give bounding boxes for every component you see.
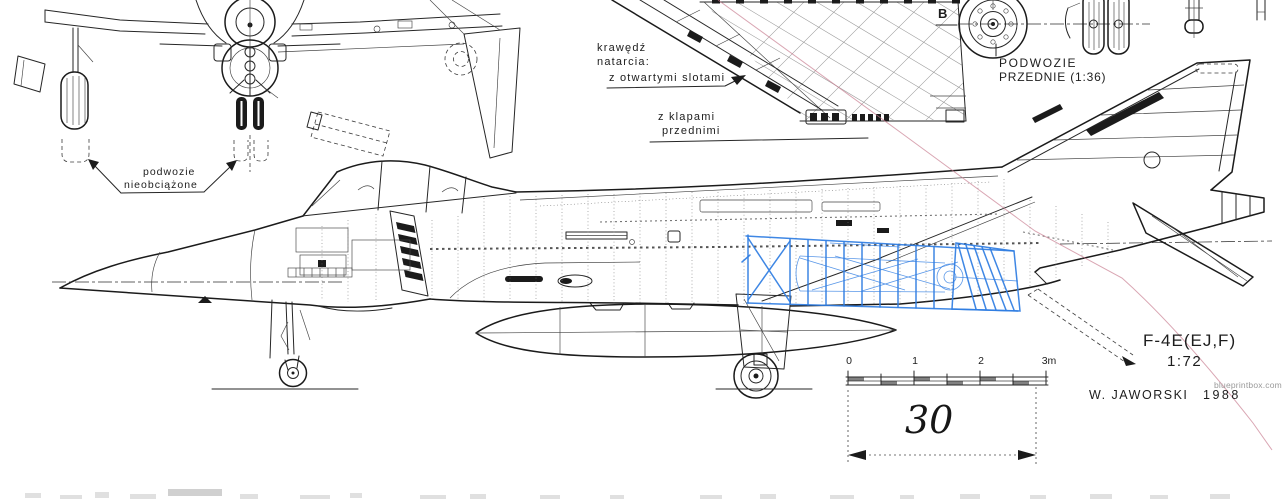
leading-edge-caption-line1: krawędź [597, 42, 647, 54]
nose-gear-detail-label-line2: PRZEDNIE (1:36) [999, 70, 1107, 84]
nose-gear-detail-views [935, 0, 1266, 59]
scale-bar-stripes [848, 377, 1029, 385]
scale-tick-2: 2 [978, 355, 984, 367]
title-scale: 1:72 [1167, 353, 1203, 370]
side-view [52, 59, 1273, 399]
title-year: 1988 [1203, 388, 1241, 402]
nose-gear-detail-label-line1: PODWOZIE [999, 56, 1078, 70]
engine-cad-overlay-blue [741, 234, 1021, 312]
slats-label: z otwartymi slotami [609, 72, 726, 84]
scale-bar [845, 370, 1049, 386]
station-lines [321, 179, 1109, 306]
title-model: F-4E(EJ,F) [1143, 331, 1237, 350]
wing-slat-flap-detail [611, 0, 967, 125]
scale-tick-1: 1 [912, 355, 918, 367]
dimension-value: 30 [905, 398, 954, 442]
front-view [13, 0, 521, 172]
scan-crease-line [717, 0, 1273, 451]
scale-tick-3m: 3m [1041, 355, 1057, 367]
unloaded-gear-label-line2: nieobciążone [124, 179, 198, 191]
bottom-cropped-remnants [25, 489, 1230, 499]
annotation-leaders [88, 42, 869, 194]
section-marker-b: B [938, 6, 949, 21]
unloaded-gear-label-line1: podwozie [143, 166, 196, 178]
scale-tick-0: 0 [846, 355, 852, 367]
watermark: blueprintbox.com [1214, 380, 1282, 390]
flaps-label-line2: przednimi [662, 125, 721, 137]
dimension-30 [847, 387, 1037, 464]
cropped-top-dashes [712, 0, 960, 4]
flaps-label-line1: z klapami [658, 111, 716, 123]
leading-edge-caption-line2: natarcia: [597, 56, 650, 68]
title-author: W. JAWORSKI [1089, 388, 1189, 402]
